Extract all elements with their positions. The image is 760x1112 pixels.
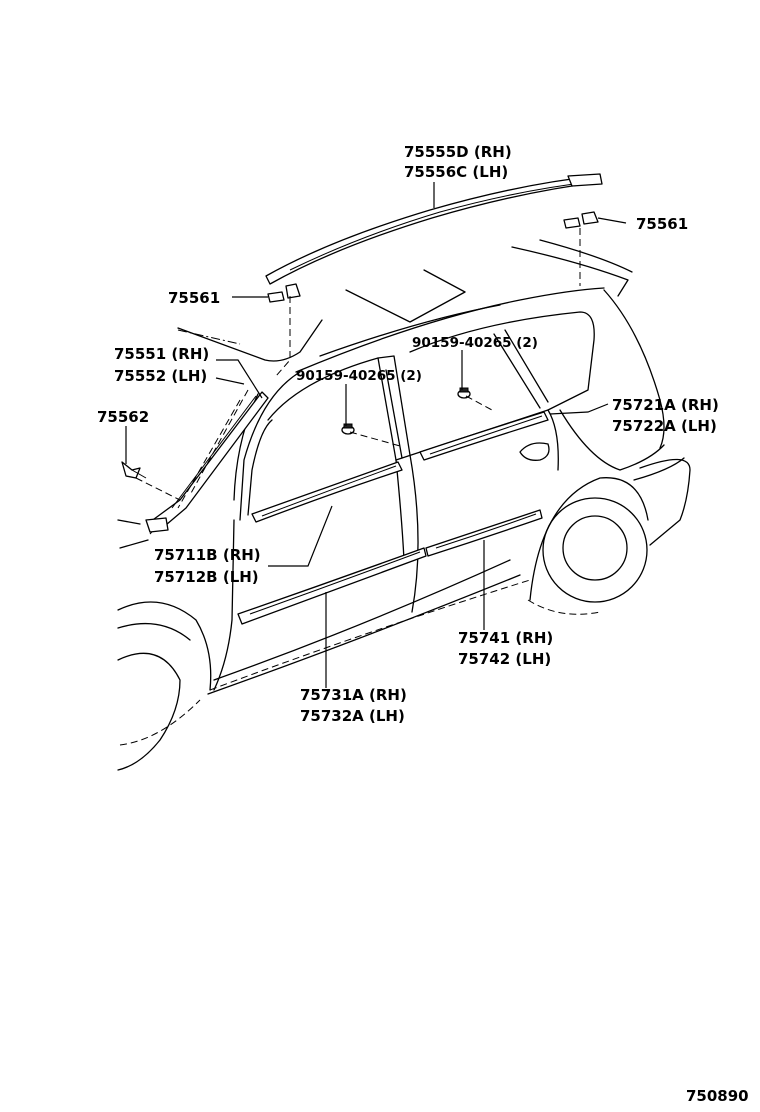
clip-front-part bbox=[267, 283, 301, 303]
callout-screw-front: 90159-40265 (2) bbox=[296, 368, 422, 384]
figure-number: 750890 bbox=[686, 1087, 749, 1105]
callout-line: 75712B (LH) bbox=[154, 568, 259, 586]
callout-line: 75552 (LH) bbox=[114, 367, 207, 385]
callout-pillar-molding: 75551 (RH) 75552 (LH) bbox=[114, 345, 209, 385]
callout-front-belt-molding: 75711B (RH) 75712B (LH) bbox=[154, 546, 261, 586]
vehicle-body bbox=[117, 239, 691, 771]
rear-door-molding-part bbox=[425, 509, 543, 557]
callout-line: 75555D (RH) bbox=[404, 143, 512, 161]
callout-line: 90159-40265 (2) bbox=[412, 335, 538, 351]
callout-line: 75711B (RH) bbox=[154, 546, 261, 564]
callout-line: 75721A (RH) bbox=[612, 396, 719, 414]
roof-molding-part bbox=[265, 173, 603, 285]
callout-line: 75561 bbox=[636, 215, 688, 233]
front-door-molding-part bbox=[237, 547, 427, 625]
rear-belt-molding-part bbox=[419, 411, 549, 461]
callout-clip-front: 75561 bbox=[168, 289, 220, 307]
leader-lines bbox=[125, 182, 627, 688]
callout-clip-rear: 75561 bbox=[636, 215, 688, 233]
callout-roof-molding: 75555D (RH) 75556C (LH) bbox=[404, 143, 512, 181]
callout-line: 75741 (RH) bbox=[458, 629, 553, 647]
front-belt-molding-part bbox=[251, 461, 403, 523]
screw-rear-part bbox=[457, 387, 471, 399]
callout-rivet: 75562 bbox=[97, 408, 149, 426]
callout-line: 75561 bbox=[168, 289, 220, 307]
pillar-molding-part bbox=[145, 391, 269, 533]
callout-line: 75742 (LH) bbox=[458, 650, 551, 668]
guide-lines bbox=[135, 228, 581, 509]
rivet-part bbox=[121, 461, 147, 479]
callout-front-door-molding: 75731A (RH) 75732A (LH) bbox=[300, 686, 407, 725]
clip-rear-part bbox=[563, 211, 599, 229]
callout-line: 75556C (LH) bbox=[404, 163, 508, 181]
callout-line: 75562 bbox=[97, 408, 149, 426]
callout-line: 75551 (RH) bbox=[114, 345, 209, 363]
callout-line: 75732A (LH) bbox=[300, 707, 405, 725]
callout-rear-belt-molding: 75721A (RH) 75722A (LH) bbox=[612, 396, 719, 435]
callout-line: 90159-40265 (2) bbox=[296, 368, 422, 384]
callout-line: 75731A (RH) bbox=[300, 686, 407, 704]
callout-rear-door-molding: 75741 (RH) 75742 (LH) bbox=[458, 629, 553, 668]
callout-screw-rear: 90159-40265 (2) bbox=[412, 335, 538, 351]
callout-line: 75722A (LH) bbox=[612, 417, 717, 435]
